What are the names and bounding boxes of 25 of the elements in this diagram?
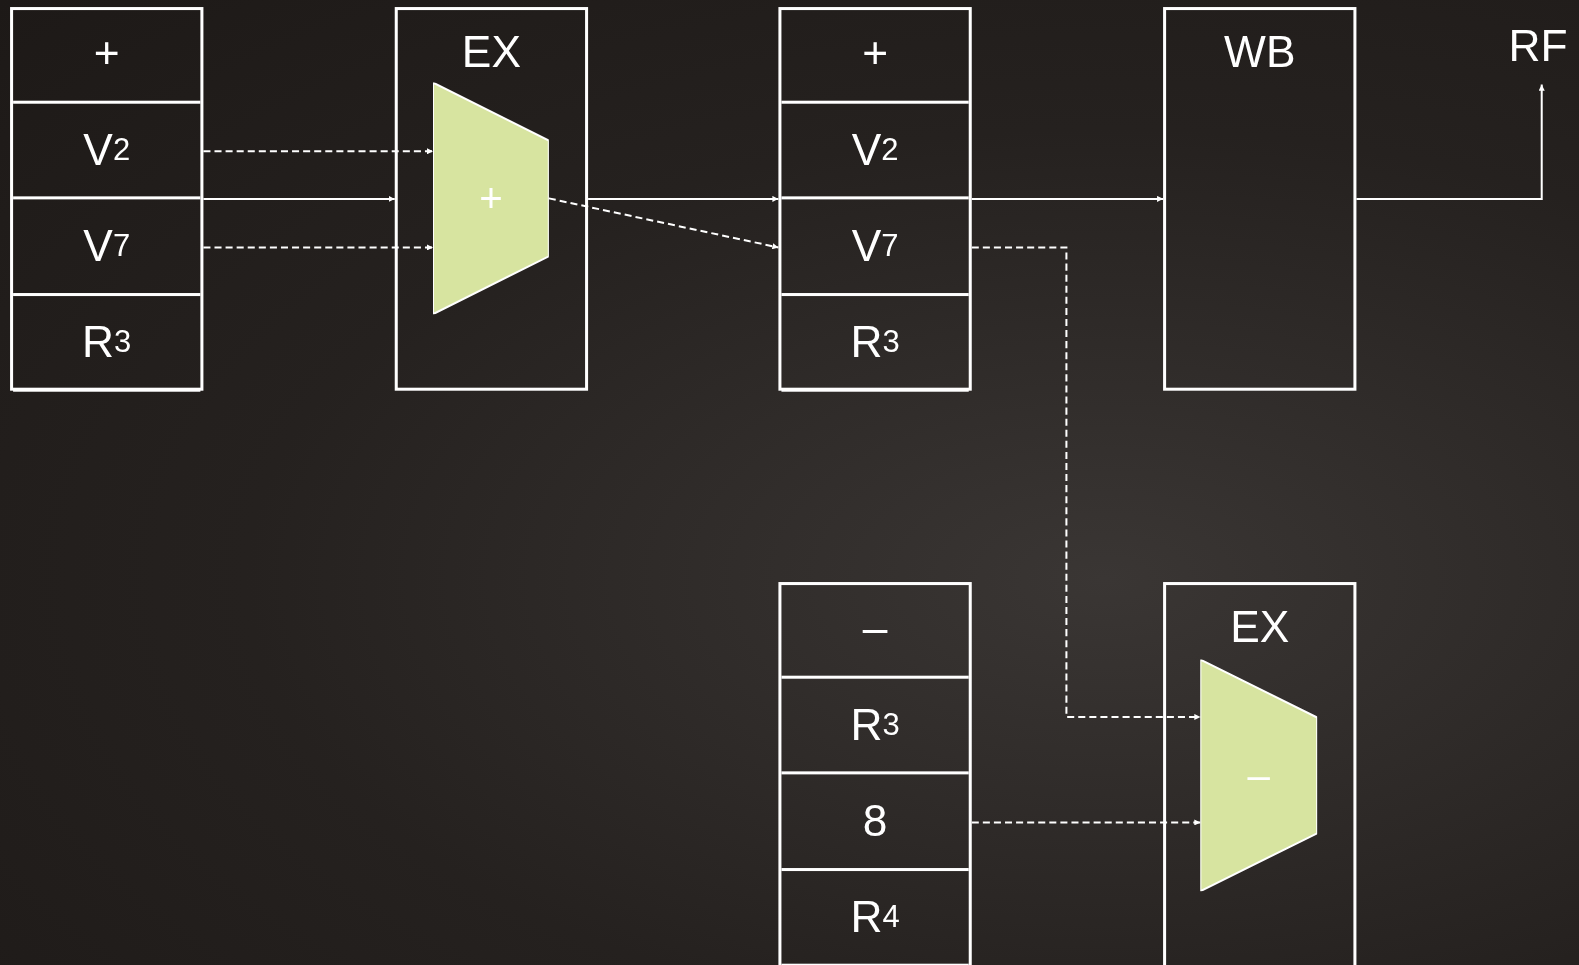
pipeline-register [778,582,972,965]
arrow [203,195,395,202]
arrow [1356,84,1545,200]
register-cell: + [781,7,969,104]
pipeline-register [10,7,204,391]
alu-operator-label: – [1246,753,1271,798]
pipeline-stage-box [1163,7,1357,391]
alu-operator-label: + [478,176,504,221]
register-cell: – [781,582,969,679]
stage-label: EX [460,28,522,77]
pipeline-stage-box [394,7,589,391]
register-file-label: RF [1508,22,1575,75]
arrow [203,244,433,251]
arrow [971,246,1201,720]
pipeline-stage-box [1163,582,1357,965]
arrow [203,148,433,155]
pipeline-register [778,7,972,391]
arrow [971,195,1164,202]
arrow [588,195,779,202]
register-cell: 8 [781,774,969,871]
register-cell: + [13,7,201,104]
arrow [971,819,1201,826]
stage-label: EX [1229,603,1291,652]
arrow [548,197,779,250]
stage-label: WB [1223,28,1297,77]
